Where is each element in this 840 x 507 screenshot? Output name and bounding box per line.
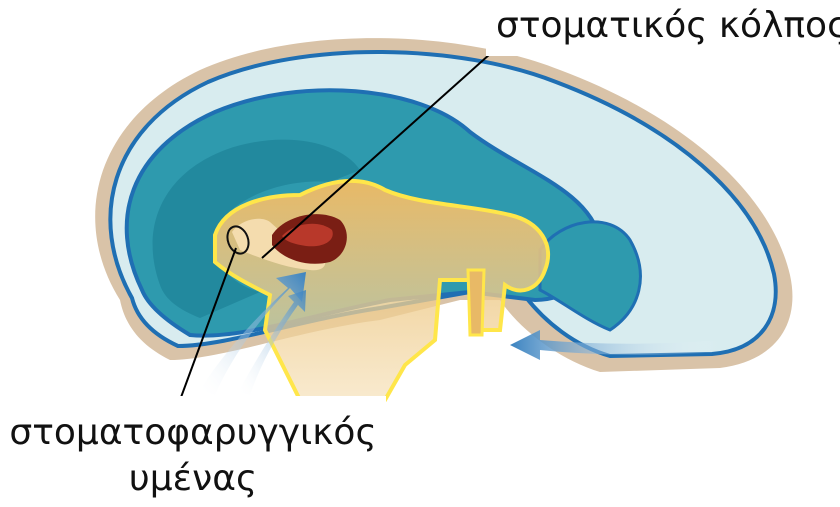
label-membrane-line1: στοματοφαρυγγικός — [0, 410, 386, 456]
label-stomodeum: στοματικός κόλπος — [486, 4, 840, 56]
label-buccopharyngeal-membrane: στοματοφαρυγγικός υμένας — [0, 396, 386, 507]
label-membrane-line2: υμένας — [0, 456, 386, 502]
endoderm-gut — [215, 181, 548, 400]
allantois-tube — [468, 270, 484, 335]
